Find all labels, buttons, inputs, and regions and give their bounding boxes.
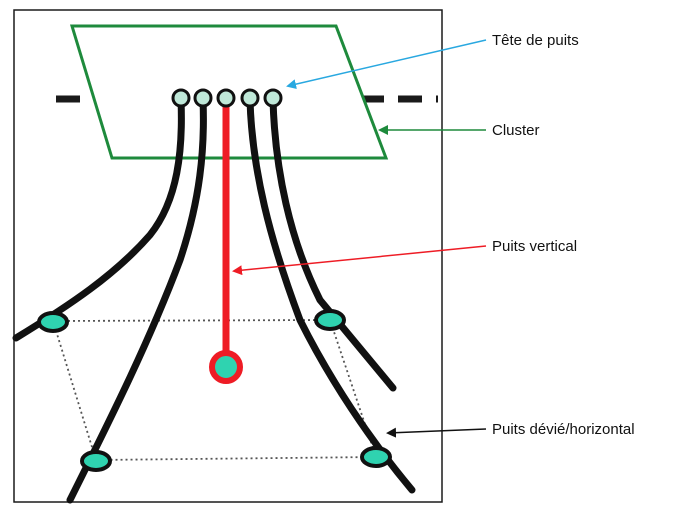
wellhead-1 (171, 88, 191, 108)
deviated-well-label: Puits dévié/horizontal (492, 421, 635, 438)
diagram-frame (13, 9, 443, 503)
cluster-label: Cluster (492, 122, 540, 139)
wellhead-2 (193, 88, 213, 108)
deviated-target-left-top (37, 311, 69, 333)
vertical-well-label: Puits vertical (492, 238, 577, 255)
wellhead-5 (263, 88, 283, 108)
wellhead-4 (240, 88, 260, 108)
deviated-well-arrow (386, 427, 487, 438)
deviated-target-left-bottom (80, 450, 112, 472)
wellhead-arrow (286, 39, 487, 90)
deviated-target-right-top (314, 309, 346, 331)
deviated-well-left-inner (66, 96, 207, 504)
wellhead-3 (216, 88, 236, 108)
vertical-well-target (209, 350, 243, 384)
deviated-target-right-bottom (360, 446, 392, 468)
deviated-well-right-inner (246, 96, 416, 494)
vertical-well-arrow (232, 245, 487, 276)
deviated-well-left-outer (12, 96, 185, 342)
wellhead-label: Tête de puits (492, 32, 579, 49)
deviated-well-right-outer (269, 96, 397, 392)
